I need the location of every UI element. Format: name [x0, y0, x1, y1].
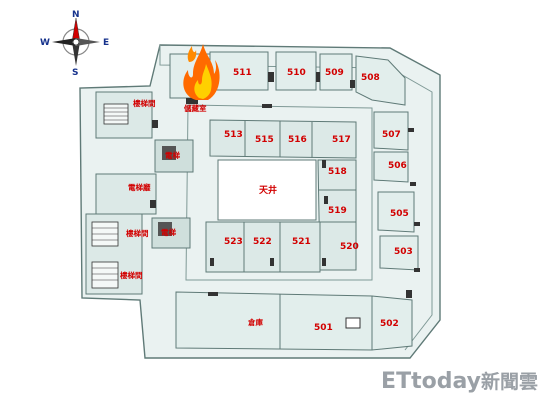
room-523-label: 523 — [224, 237, 243, 247]
room-519-label: 519 — [328, 206, 347, 216]
room-508-label: 508 — [361, 73, 380, 83]
room-506-label: 506 — [388, 161, 407, 171]
stairs-top-icon — [103, 103, 129, 125]
watermark-suffix: 新聞雲 — [480, 371, 538, 393]
watermark-brand: ETtoday — [381, 369, 481, 394]
courtyard-ring — [185, 104, 373, 281]
stairwell-mid-label: 樓梯間 — [126, 228, 149, 238]
stairwell-bottom-label: 樓梯間 — [120, 270, 143, 280]
stairs-bottom-icon — [91, 221, 119, 289]
courtyard-label: 天井 — [259, 184, 277, 196]
compass-east: E — [103, 38, 109, 48]
room-503-label: 503 — [394, 247, 413, 257]
room-521-label: 521 — [292, 237, 311, 247]
room-520-label: 520 — [340, 242, 359, 252]
room-518-label: 518 — [328, 167, 347, 177]
room-509-label: 509 — [325, 68, 344, 78]
storage-label: 倉庫 — [247, 317, 263, 327]
compass-north: N — [72, 10, 80, 20]
room-513-label: 513 — [224, 130, 243, 140]
left-wing — [85, 91, 194, 295]
room-507-label: 507 — [382, 130, 401, 140]
room-517-label: 517 — [332, 135, 351, 145]
room-501-label: 501 — [314, 323, 333, 333]
room-511-label: 511 — [233, 68, 252, 78]
fire-flame-icon — [183, 44, 220, 100]
ettoday-watermark: ETtoday新聞雲 — [381, 367, 538, 394]
bottom-room-row — [175, 290, 413, 351]
right-room-column — [373, 111, 420, 272]
room-505-label: 505 — [390, 209, 409, 219]
room-516-label: 516 — [288, 135, 307, 145]
stairwell-top-label: 樓梯間 — [133, 98, 156, 108]
room-502-label: 502 — [380, 319, 399, 329]
elevator-bottom-label: 電梯 — [161, 227, 176, 237]
room-labels: 511 510 509 508 507 506 505 503 502 501 … — [120, 68, 413, 333]
elevator-top-label: 電梯 — [165, 150, 180, 160]
compass-west: W — [40, 38, 50, 48]
archive-label: 儲藏室 — [184, 103, 207, 113]
elevator-hall-label: 電梯廳 — [128, 182, 151, 192]
room-522-label: 522 — [253, 237, 272, 247]
room-515-label: 515 — [255, 135, 274, 145]
compass-south: S — [72, 68, 78, 78]
room-510-label: 510 — [287, 68, 306, 78]
top-room-row — [209, 51, 406, 106]
compass-icon: N S E W — [40, 10, 109, 78]
